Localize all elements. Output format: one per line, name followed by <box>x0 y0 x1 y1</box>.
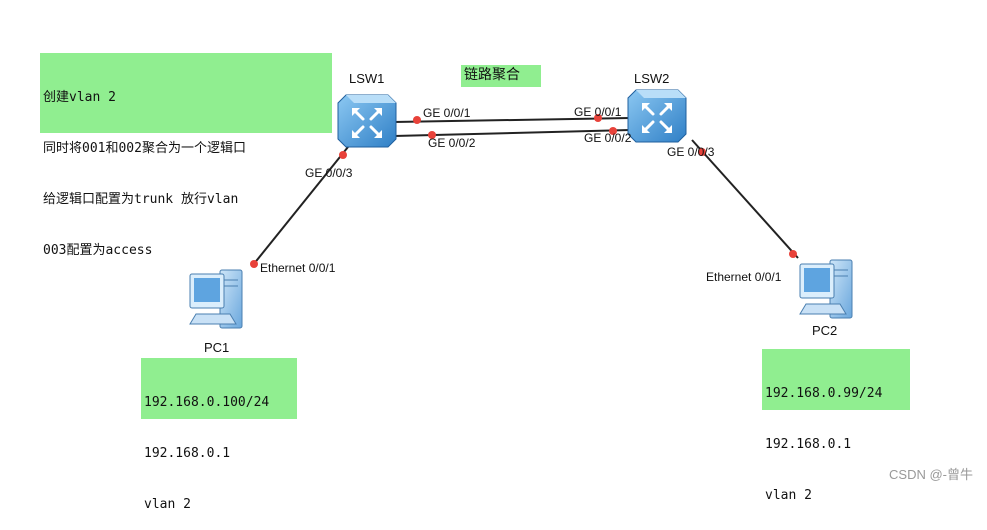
pc2-computer-icon[interactable] <box>799 259 853 319</box>
pc2-vlan: vlan 2 <box>765 488 812 503</box>
link-lsw2-pc2 <box>691 139 799 259</box>
pc1-gateway: 192.168.0.1 <box>144 446 231 461</box>
aggregation-note: 链路聚合 <box>461 65 541 87</box>
topology-canvas <box>189 89 853 329</box>
port-dot-lsw2-ge1 <box>594 114 602 122</box>
lsw1-switch-icon[interactable] <box>337 94 397 148</box>
config-note-line: 003配置为access <box>43 243 153 258</box>
config-note-line: 给逻辑口配置为trunk 放行vlan <box>43 192 239 207</box>
port-dot-pc1-eth <box>250 260 258 268</box>
lsw1-ge3-label: GE 0/0/3 <box>305 166 353 180</box>
pc1-label: PC1 <box>204 340 230 355</box>
pc1-config-note: 192.168.0.100/24 192.168.0.1 vlan 2 <box>141 358 297 512</box>
lsw2-ge2-label: GE 0/0/2 <box>584 131 632 145</box>
port-dot-lsw2-ge2 <box>609 127 617 135</box>
lsw2-ge3-label: GE 0/0/3 <box>667 145 715 159</box>
lsw1-label: LSW1 <box>349 71 385 86</box>
port-dot-lsw2-ge3 <box>698 148 706 156</box>
pc2-gateway: 192.168.0.1 <box>765 437 852 452</box>
pc1-vlan: vlan 2 <box>144 497 191 512</box>
link-ge1 <box>393 117 631 123</box>
port-dot-lsw1-ge2 <box>428 131 436 139</box>
link-lsw1-pc1 <box>252 141 353 266</box>
pc2-label: PC2 <box>812 323 838 338</box>
config-note-line: 创建vlan 2 <box>43 90 116 105</box>
config-note: 创建vlan 2 同时将001和002聚合为一个逻辑口 给逻辑口配置为trunk… <box>40 53 332 258</box>
pc2-config-note: 192.168.0.99/24 192.168.0.1 vlan 2 <box>762 349 910 503</box>
lsw1-ge2-label: GE 0/0/2 <box>428 136 476 150</box>
lsw2-switch-icon[interactable] <box>627 89 687 143</box>
port-dot-lsw1-ge1 <box>413 116 421 124</box>
lsw1-ge1-label: GE 0/0/1 <box>423 106 471 120</box>
pc2-ip: 192.168.0.99/24 <box>765 386 883 401</box>
config-note-line: 同时将001和002聚合为一个逻辑口 <box>43 141 246 156</box>
lsw2-label: LSW2 <box>634 71 670 86</box>
lsw2-ge1-label: GE 0/0/1 <box>574 105 622 119</box>
pc1-ip: 192.168.0.100/24 <box>144 395 270 410</box>
port-dot-lsw1-ge3 <box>339 151 347 159</box>
port-dot-pc2-eth <box>789 250 797 258</box>
pc1-eth-label: Ethernet 0/0/1 <box>260 261 336 275</box>
pc1-computer-icon[interactable] <box>189 269 243 329</box>
watermark: CSDN @-曾牛 <box>889 467 973 482</box>
pc2-eth-label: Ethernet 0/0/1 <box>706 270 782 284</box>
